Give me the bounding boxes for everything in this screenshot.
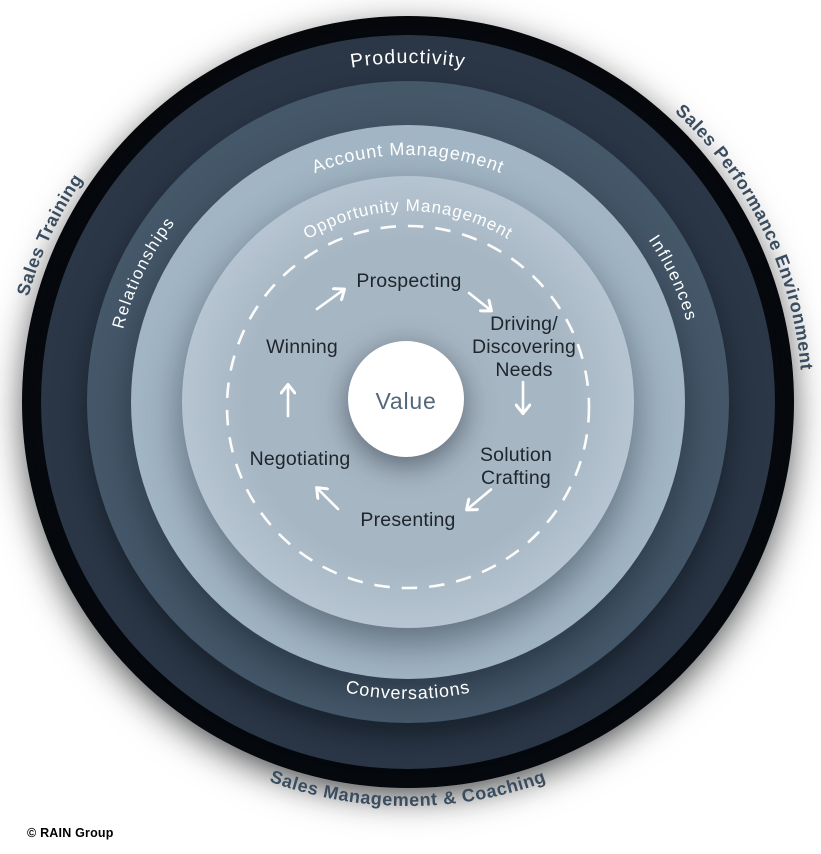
value-circle	[348, 341, 464, 457]
arrow-winning-to-prospecting	[315, 290, 344, 311]
value-label: Value	[375, 388, 436, 414]
sales-cycle-dashed-ring	[225, 224, 591, 590]
cycle-step-prospecting: Prospecting	[356, 270, 461, 292]
arrow-presenting-to-negotiating	[317, 488, 340, 511]
cycle-step-solution-line1: Solution	[480, 444, 552, 466]
arrow-prospecting-to-driving	[467, 291, 491, 311]
cycle-step-negotiating: Negotiating	[250, 448, 351, 470]
copyright-text: © RAIN Group	[27, 826, 114, 840]
cycle-steps: Prospecting Driving/ Discovering Needs S…	[250, 270, 576, 531]
cycle-step-driving-line3: Needs	[495, 359, 552, 381]
cycle-step-presenting: Presenting	[360, 509, 455, 531]
cycle-step-solution-line2: Crafting	[481, 467, 551, 489]
cycle-step-winning: Winning	[266, 336, 338, 358]
cycle-step-driving-line2: Discovering	[472, 336, 576, 358]
arrow-solution-to-presenting	[467, 488, 493, 510]
cycle-step-driving-line1: Driving/	[490, 313, 558, 335]
cycle-arrows	[288, 290, 523, 510]
